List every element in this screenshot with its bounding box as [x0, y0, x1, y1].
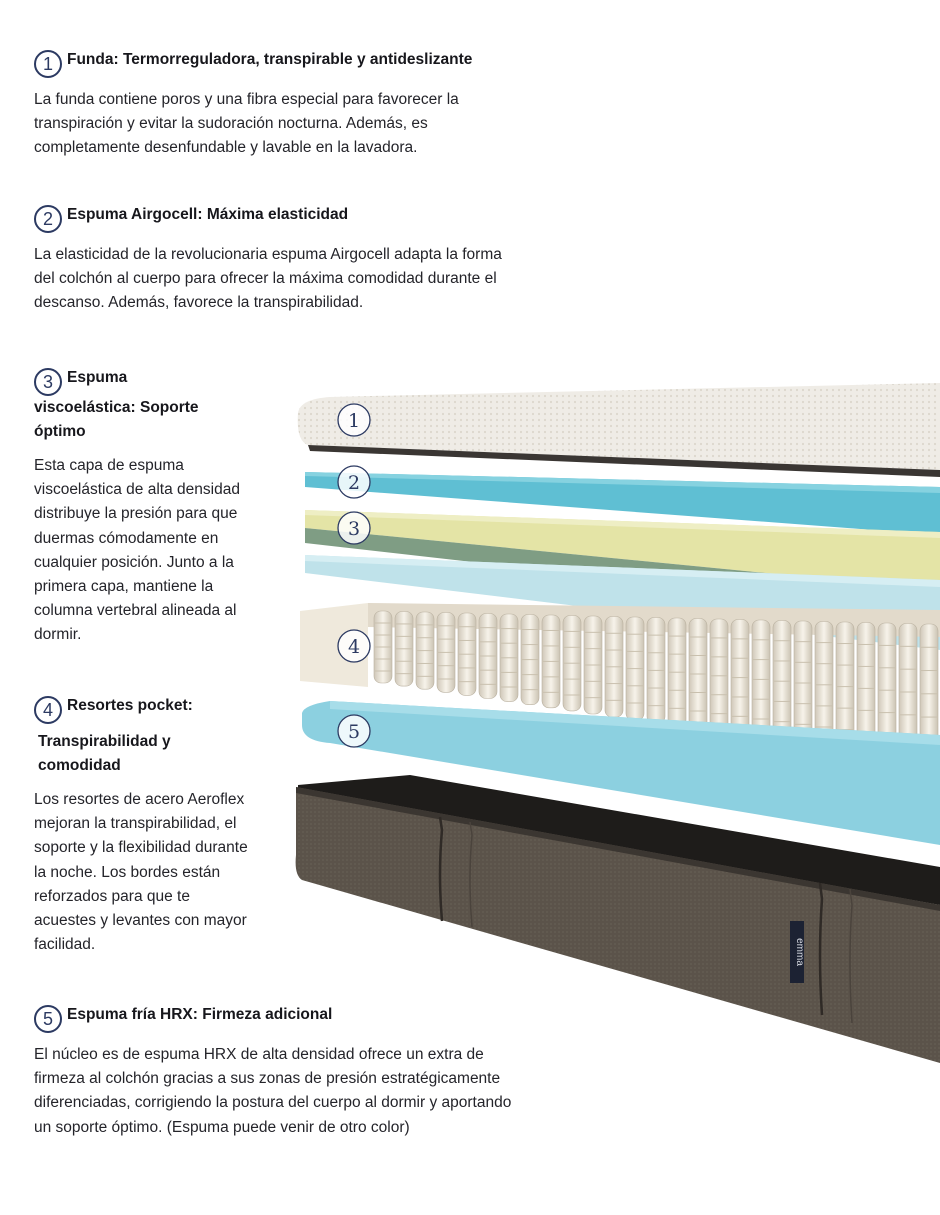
svg-text:5: 5 [348, 721, 360, 743]
svg-text:4: 4 [348, 636, 360, 658]
feature-pocket-springs-description: Los resortes de acero Aeroflex mejoran l… [34, 791, 248, 954]
feature-hrx-description: El núcleo es de espuma HRX de alta densi… [34, 1046, 512, 1136]
layer-label-4: 4 [337, 629, 371, 663]
layer-label-2: 2 [337, 465, 371, 499]
layer-pocket-springs [300, 603, 940, 764]
svg-text:2: 2 [348, 472, 360, 494]
feature-visco-description: Esta capa de espuma viscoelástica de alt… [34, 457, 240, 644]
number-badge-1: 1 [34, 50, 62, 78]
mattress-base: emma [295, 775, 940, 1063]
layer-airgocell [305, 472, 940, 535]
layer-visco [305, 510, 940, 590]
layer-cover [297, 383, 940, 477]
svg-text:1: 1 [348, 410, 360, 432]
brand-tag-text: emma [794, 938, 805, 966]
feature-cover-description: La funda contiene poros y una fibra espe… [34, 91, 459, 157]
mattress-layers-diagram: emma 1 2 3 4 5 [295, 383, 940, 1063]
feature-airgocell-description: La elasticidad de la revolucionaria espu… [34, 246, 502, 312]
layer-label-3: 3 [337, 511, 371, 545]
number-badge-3: 3 [34, 368, 62, 396]
layer-hrx-foam [302, 701, 940, 845]
number-badge-4: 4 [34, 696, 62, 724]
brand-tag [790, 921, 804, 983]
svg-text:3: 3 [348, 518, 360, 540]
number-badge-5: 5 [34, 1005, 62, 1033]
layer-label-5: 5 [337, 714, 371, 748]
layer-label-1: 1 [337, 403, 371, 437]
number-badge-2: 2 [34, 205, 62, 233]
